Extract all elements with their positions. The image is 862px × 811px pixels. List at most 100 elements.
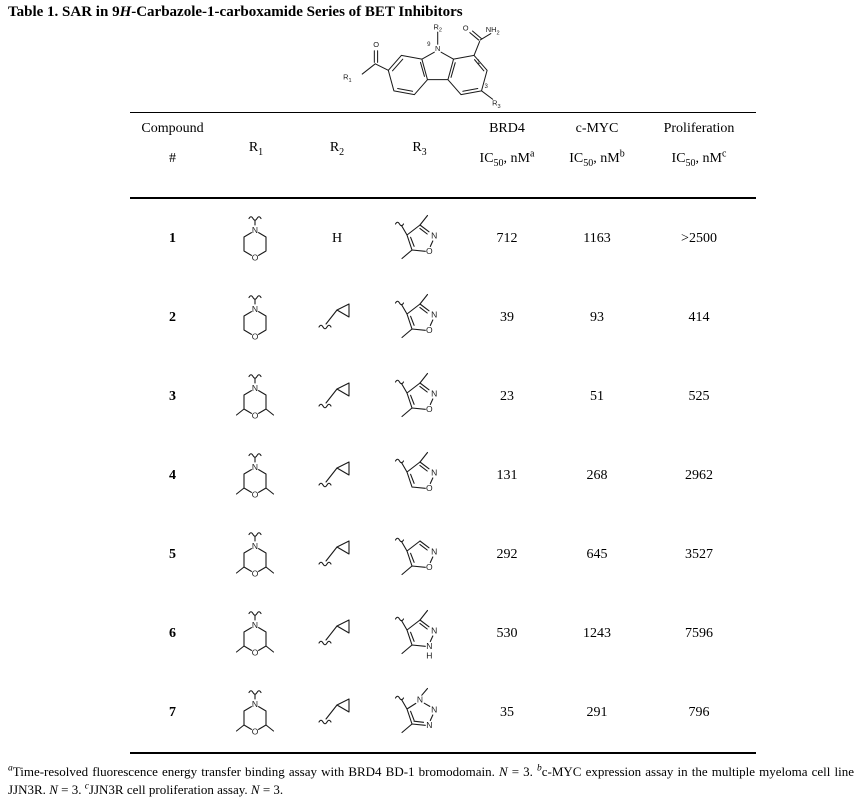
dimethylmorpholine-structure-icon: N O [235, 689, 275, 736]
svg-text:N: N [252, 462, 258, 472]
r1-structure: N O [215, 357, 297, 436]
table-row: 7 N O N N N 35 291 796 [130, 673, 756, 752]
brd4-value: 131 [496, 467, 518, 483]
header-proliferation: Proliferation IC50, nMc [663, 121, 735, 169]
svg-text:O: O [425, 325, 432, 335]
r3-structure: N O [377, 199, 462, 278]
r3-structure: N O [377, 278, 462, 357]
brd4-value: 712 [496, 230, 518, 246]
r3-structure: N O [377, 357, 462, 436]
header-compound-line2: # [169, 151, 176, 166]
svg-text:O: O [252, 410, 259, 420]
table-row: 1 N O H N O 712 1163 >2500 [130, 199, 756, 278]
scaffold-drawing-icon: N 9 R2 O NH2 1 3 R3 O R1 [343, 22, 501, 110]
proliferation-value: 7596 [685, 625, 713, 641]
svg-text:N: N [431, 625, 437, 635]
table-title: Table 1. SAR in 9H-Carbazole-1-carboxami… [8, 4, 463, 20]
compound-number: 5 [169, 546, 176, 562]
header-r2: R2 [329, 140, 345, 158]
r2-label: R2 [433, 22, 441, 33]
svg-text:N: N [431, 230, 437, 240]
svg-text:O: O [252, 726, 259, 736]
svg-text:N: N [431, 546, 437, 556]
proliferation-value: >2500 [681, 230, 717, 246]
r2-structure [297, 357, 377, 436]
r1-structure: N O [215, 278, 297, 357]
cyclopropylmethyl-structure-icon [318, 697, 350, 724]
position-9-label: 9 [427, 42, 431, 48]
cmyc-value: 291 [586, 704, 608, 720]
compound-number: 3 [169, 388, 176, 404]
brd4-value: 39 [500, 309, 514, 325]
r2-structure [297, 673, 377, 752]
svg-text:N: N [252, 699, 258, 709]
dimethylisoxazole-structure-icon: N O [394, 372, 437, 417]
proliferation-value: 414 [688, 309, 710, 325]
compound-number: 2 [169, 309, 176, 325]
footnote: aTime-resolved fluorescence energy trans… [8, 763, 854, 798]
svg-text:N: N [252, 383, 258, 393]
header-compound-line1: Compound [141, 121, 204, 136]
r3-structure: N O [377, 515, 462, 594]
brd4-value: 23 [500, 388, 514, 404]
r1-structure: N O [215, 436, 297, 515]
svg-text:O: O [252, 647, 259, 657]
r3-structure: N O [377, 436, 462, 515]
r2-structure [297, 515, 377, 594]
r1-structure: N O [215, 199, 297, 278]
dimethylmorpholine-structure-icon: N O [235, 373, 275, 420]
proliferation-value: 525 [688, 388, 710, 404]
r2-structure [297, 436, 377, 515]
table-row: 2 N O N O 39 93 414 [130, 278, 756, 357]
svg-text:O: O [425, 483, 432, 493]
morpholine-structure-icon: N O [243, 215, 267, 262]
morpholine-structure-icon: N O [243, 294, 267, 341]
svg-text:O: O [425, 246, 432, 256]
hydrogen-label: H [331, 230, 343, 246]
header-brd4: BRD4 IC50, nMa [479, 121, 535, 169]
r3-structure: N N N [377, 673, 462, 752]
svg-text:N: N [252, 541, 258, 551]
svg-text:N: N [252, 620, 258, 630]
header-r1: R1 [248, 140, 264, 158]
r3-label: R3 [492, 99, 500, 110]
svg-text:N: N [431, 467, 437, 477]
cyclopropylmethyl-structure-icon [318, 302, 350, 329]
svg-text:O: O [252, 252, 259, 262]
svg-text:N: N [431, 388, 437, 398]
cmyc-value: 1243 [583, 625, 611, 641]
compound-number: 7 [169, 704, 176, 720]
position-1-label: 1 [477, 60, 481, 66]
position-3-label: 3 [484, 84, 488, 90]
svg-text:O: O [252, 489, 259, 499]
table-row: 6 N O N N H 530 1243 7596 [130, 594, 756, 673]
carbazole-scaffold-structure: N 9 R2 O NH2 1 3 R3 O R1 [338, 20, 543, 135]
svg-text:O: O [425, 562, 432, 572]
brd4-value: 292 [496, 546, 518, 562]
compound-number: 6 [169, 625, 176, 641]
header-cmyc: c-MYC IC50, nMb [569, 121, 625, 169]
acyl-oxygen-label: O [373, 40, 379, 49]
dimethylisoxazole-structure-icon: N O [394, 214, 437, 259]
dimethylmorpholine-structure-icon: N O [235, 610, 275, 657]
r1-structure: N O [215, 673, 297, 752]
cmyc-value: 93 [590, 309, 604, 325]
svg-text:O: O [425, 404, 432, 414]
table-header: Compound # R1 R2 R3 BRD4 IC50, nMa c-MYC… [130, 112, 756, 199]
proliferation-value: 796 [688, 704, 710, 720]
svg-text:N: N [252, 304, 258, 314]
cmyc-value: 268 [586, 467, 608, 483]
brd4-value: 530 [496, 625, 518, 641]
cmyc-value: 1163 [583, 230, 611, 246]
cmyc-value: 51 [590, 388, 604, 404]
r1-structure: N O [215, 515, 297, 594]
cyclopropylmethyl-structure-icon [318, 618, 350, 645]
svg-text:N: N [431, 704, 437, 714]
dimethylmorpholine-structure-icon: N O [235, 452, 275, 499]
brd4-value: 35 [500, 704, 514, 720]
header-compound: Compound # [130, 113, 215, 197]
amide-oxygen-label: O [463, 23, 469, 32]
r2-structure: H [297, 199, 377, 278]
cyclopropylmethyl-structure-icon [318, 381, 350, 408]
table-row: 3 N O N O 23 51 525 [130, 357, 756, 436]
